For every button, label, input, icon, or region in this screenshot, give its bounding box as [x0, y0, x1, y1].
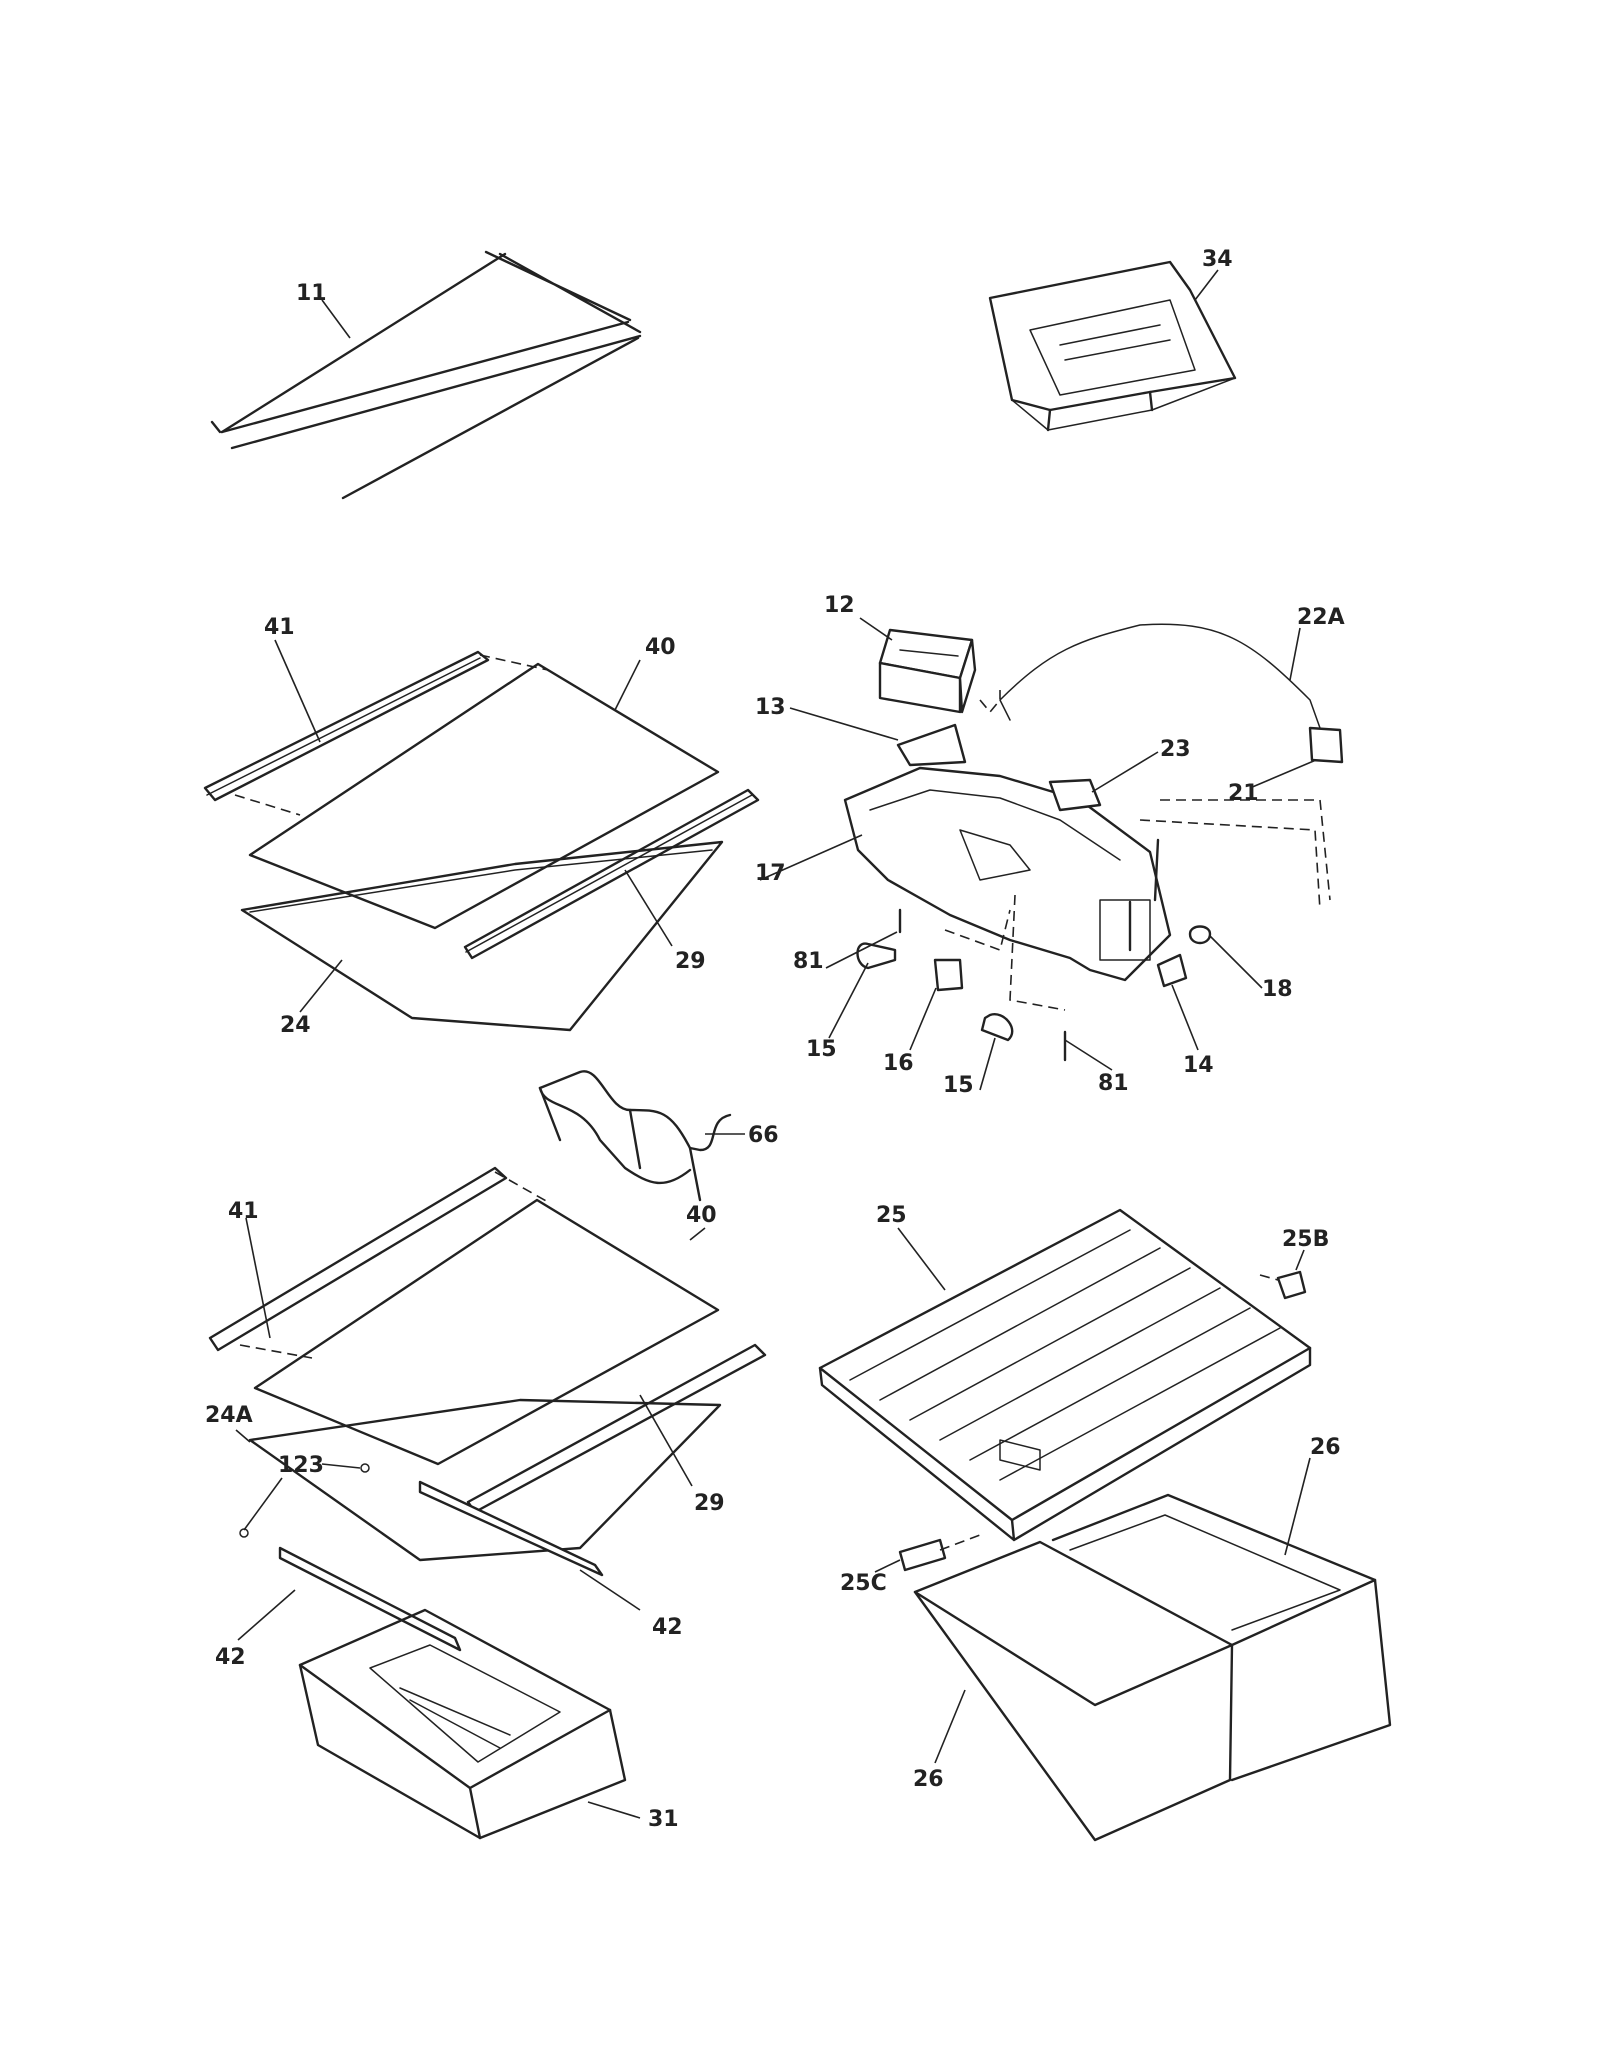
label-part-15-right: 15 — [943, 1073, 974, 1098]
label-part-11: 11 — [296, 281, 327, 306]
label-part-123: 123 — [278, 1453, 324, 1478]
control-housing-assembly — [843, 623, 1344, 1062]
part-66-wire-rack — [538, 1070, 732, 1202]
part-42-rail-right — [418, 1480, 604, 1577]
label-part-42-right: 42 — [652, 1615, 683, 1640]
label-part-29-bottom: 29 — [694, 1491, 725, 1516]
label-part-15-left: 15 — [806, 1037, 837, 1062]
part-15-bulb-left — [856, 942, 897, 970]
label-part-24: 24 — [280, 1013, 311, 1038]
part-13-diffuser — [896, 723, 967, 767]
glass-shelf-assembly-bottom — [208, 1166, 767, 1652]
label-part-25b: 25B — [1282, 1227, 1329, 1252]
part-26-crisper-drawers — [913, 1493, 1392, 1842]
label-part-16: 16 — [883, 1051, 914, 1076]
label-part-40-top: 40 — [645, 635, 676, 660]
label-part-23: 23 — [1160, 737, 1191, 762]
part-16-socket — [933, 958, 964, 992]
label-part-26-left: 26 — [913, 1767, 944, 1792]
label-part-12: 12 — [824, 593, 855, 618]
glass-shelf-assembly-top — [203, 650, 760, 1032]
label-part-14: 14 — [1183, 1053, 1214, 1078]
part-24-frame — [240, 840, 724, 1032]
label-part-41-bottom: 41 — [228, 1199, 259, 1224]
label-part-34: 34 — [1202, 247, 1233, 272]
leader-lines — [235, 269, 1317, 1819]
label-part-24a: 24A — [205, 1403, 253, 1428]
part-11-wire-shelf — [210, 250, 642, 500]
part-15-bulb-right — [980, 1013, 1014, 1042]
label-part-17: 17 — [755, 861, 786, 886]
part-25c-clip — [898, 1538, 947, 1572]
label-part-81-left: 81 — [793, 949, 824, 974]
part-25b-clip — [1276, 1270, 1307, 1300]
label-part-13: 13 — [755, 695, 786, 720]
part-18-knob — [1188, 925, 1212, 945]
part-40-glass-top — [248, 662, 720, 930]
part-40-glass-bottom — [253, 1198, 720, 1466]
part-42-rail-left — [278, 1546, 462, 1652]
label-part-29-top: 29 — [675, 949, 706, 974]
label-part-41-top: 41 — [264, 615, 295, 640]
label-part-66: 66 — [748, 1123, 779, 1148]
label-part-18: 18 — [1262, 977, 1293, 1002]
part-41-trim-bottom — [208, 1166, 508, 1352]
part-123-screw-upper — [360, 1463, 370, 1473]
part-labels: 11 34 12 22A 41 40 13 23 21 17 29 24 81 … — [205, 247, 1345, 1832]
label-part-81-right: 81 — [1098, 1071, 1129, 1096]
part-123-screw-lower — [239, 1528, 249, 1538]
part-14-switch — [1156, 953, 1188, 988]
part-22a-wire — [999, 623, 1321, 729]
label-part-25c: 25C — [840, 1571, 887, 1596]
label-part-21: 21 — [1228, 781, 1259, 806]
part-24a-frame — [248, 1398, 722, 1562]
label-part-25: 25 — [876, 1203, 907, 1228]
part-34-bin — [988, 260, 1237, 432]
part-25-crisper-cover — [818, 1208, 1312, 1542]
part-23-switch — [1048, 778, 1102, 812]
label-part-26-right: 26 — [1310, 1435, 1341, 1460]
label-part-40-bottom: 40 — [686, 1203, 717, 1228]
part-21-switch — [1308, 726, 1344, 764]
part-31-drawer — [298, 1608, 627, 1840]
label-part-31: 31 — [648, 1807, 679, 1832]
label-part-42-left: 42 — [215, 1645, 246, 1670]
label-part-22a: 22A — [1297, 605, 1345, 630]
